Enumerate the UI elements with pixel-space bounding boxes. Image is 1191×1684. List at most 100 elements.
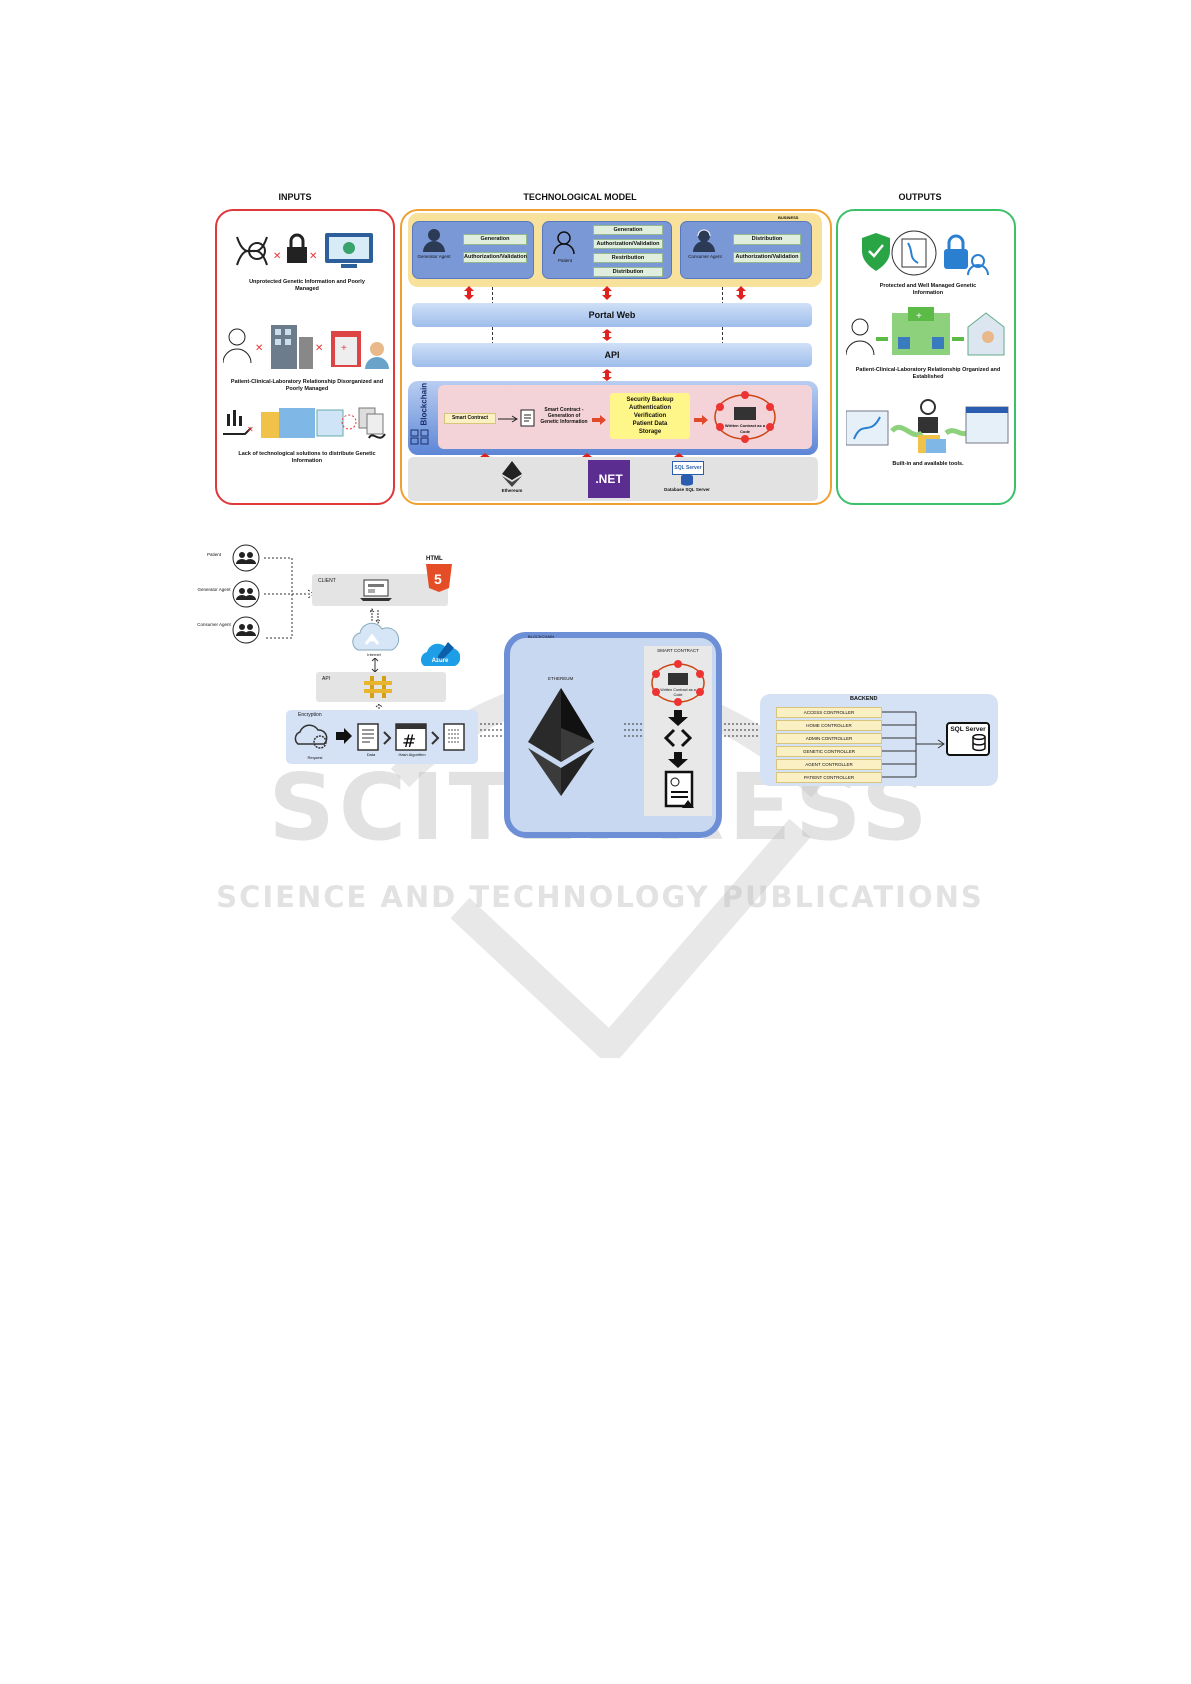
double-arrow-icon [464,286,474,300]
backend-label: BACKEND [850,696,878,702]
tools-available-icon [846,399,1009,453]
written-contract-label: Written Contract as a Code [724,423,766,434]
user-label: Generator Agent [197,587,231,592]
encryption-step: Hash Algorithm [398,752,426,757]
certificate-icon [664,770,694,808]
double-arrow-icon [602,286,612,300]
encryption-pipeline-icon: # [294,723,465,752]
role-action: Distribution [593,267,663,277]
patient-icon [553,231,575,254]
controller-connector-lines [882,711,945,778]
security-line: Verification [633,413,667,419]
dna-lock-computer-icon: ✕ ✕ [236,233,373,268]
written-contract-label: Written Contract as a Code [660,688,696,697]
role-name: Patient [557,258,572,263]
security-line: Storage [638,429,662,435]
sqlserver-label: Database SQL Server [664,487,710,492]
inputs-panel: ✕ ✕ Unprotected Genetic Information and … [215,209,395,505]
security-box [610,393,690,439]
bidirectional-arrow-icon [371,658,379,672]
down-arrow-icon [668,752,688,768]
user-label: Consumer Agent [197,622,231,627]
role-consumer-agent: Consumer Agent Distribution Authorizatio… [680,221,812,279]
tools-lacking-icon: ✕ [223,407,386,439]
controller-item: ACCESS CONTROLLER [776,707,882,718]
internet-label: Internet [367,652,381,657]
encryption-step: Data [366,752,376,757]
security-text: Security Backup Authentication Verificat… [610,396,690,436]
user-group-icon [232,616,260,644]
security-line: Patient Data [632,421,668,427]
protected-genetic-icon [862,230,989,276]
red-arrow-icon [694,415,708,425]
double-arrow-icon [602,369,612,381]
database-icon [681,474,693,486]
output-caption-1: Protected and Well Managed Genetic Infor… [879,283,977,296]
controller-item: GENETIC CONTROLLER [776,746,882,757]
arrow-right-icon [498,415,518,423]
azure-label: Azure [431,658,449,664]
smart-contract-box: Smart Contract [444,413,496,424]
document-icon [520,409,535,427]
user-group-icon [232,580,260,608]
svg-text:5: 5 [434,571,442,587]
role-action: Distribution [733,234,801,245]
users-icons [232,544,260,644]
svg-text:✕: ✕ [273,251,281,262]
consumer-agent-icon [693,229,715,252]
double-arrow-icon [736,286,746,300]
role-action: Authorization/Validation [733,252,801,263]
azure-icon [421,642,460,666]
smart-contract-label: SMART CONTRACT [657,648,699,653]
watermark-sub: SCIENCE AND TECHNOLOGY PUBLICATIONS [216,880,984,914]
model-panel: BUSINESS Generator Agent Generation Auth… [400,209,832,505]
bidirectional-arrow-icon [370,608,380,624]
svg-text:✕: ✕ [255,343,263,354]
svg-text:#: # [402,732,416,752]
controller-item: HOME CONTROLLER [776,720,882,731]
organized-relationship-icon: + [846,307,1005,356]
input-caption-2: Patient-Clinical-Laboratory Relationship… [230,379,384,392]
user-group-icon [232,544,260,572]
output-caption-2: Patient-Clinical-Laboratory Relationship… [855,367,1001,380]
role-generator-agent: Generator Agent Generation Authorization… [412,221,534,279]
svg-text:+: + [916,311,922,322]
encryption-step: Request [307,755,323,760]
html5-icon: 5 [426,564,452,592]
laptop-icon [360,579,392,601]
api-gateway-icon [364,676,392,698]
blockchain-label: BLOCKCHAIN [528,634,555,639]
dashed-link-arrows [724,723,760,737]
output-caption-3: Built-in and available tools. [892,461,964,467]
patient-clinic-lab-icon: ✕ ✕ + [223,325,389,369]
role-action: Authorization/Validation [593,239,663,249]
role-action: Generation [463,234,527,245]
api-bar: API [412,343,812,367]
down-arrow-icon [668,710,688,726]
role-action: Generation [593,225,663,235]
input-caption-3: Lack of technological solutions to distr… [238,451,376,464]
security-line: Security Backup [626,397,674,403]
database-icon [972,734,986,752]
blocks-icon [410,429,429,445]
model-title: TECHNOLOGICAL MODEL [523,192,637,202]
sqlserver-logo: SQL Server [672,461,704,475]
ethereum-label: Ethereum [501,488,523,493]
role-action: Authorization/Validation [463,252,527,263]
contract-cycle-icon [714,391,776,443]
controller-item: ADMIN CONTROLLER [776,733,882,744]
portal-web-bar: Portal Web [412,303,812,327]
svg-text:✕: ✕ [315,343,323,354]
role-name: Generator Agent [417,254,451,259]
role-name: Consumer Agent [688,254,722,259]
api-label: API [322,676,331,682]
inputs-title: INPUTS [278,192,312,202]
sqlserver-label: SQL Server [950,726,986,733]
blockchain-label: Blockchain [419,382,429,426]
controller-item: AGENT CONTROLLER [776,759,882,770]
role-patient: Patient Generation Authorization/Validat… [542,221,672,279]
ethereum-icon [502,461,522,487]
encryption-label: Encryption [298,712,322,718]
generator-agent-icon [423,229,445,252]
internet-cloud-icon [352,622,400,651]
